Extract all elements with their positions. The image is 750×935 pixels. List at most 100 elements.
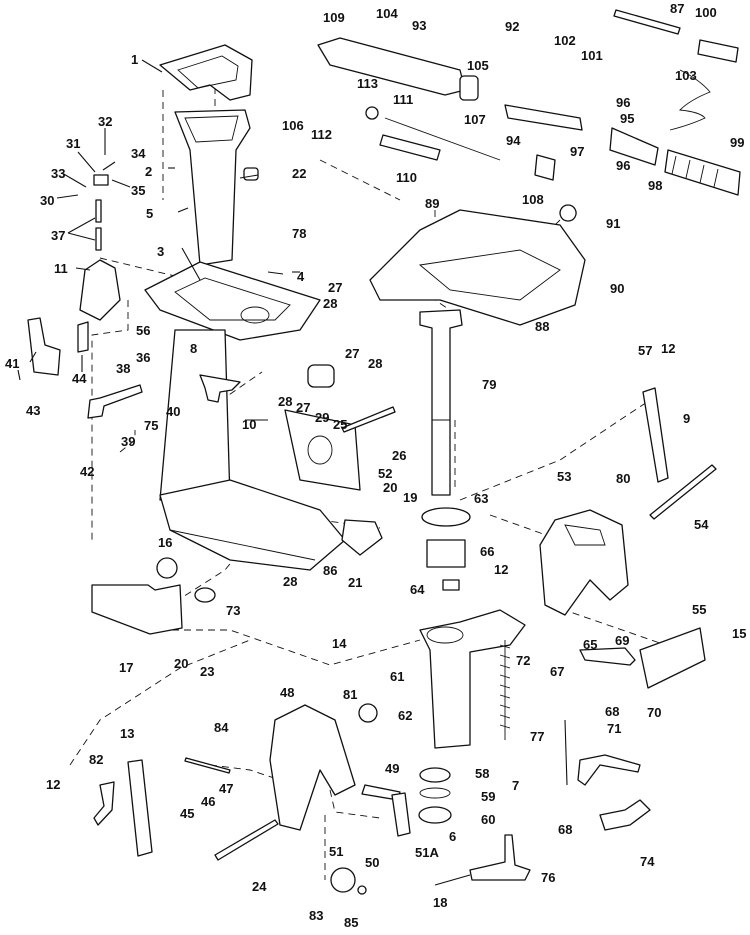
callout-52: 52 (378, 466, 392, 481)
part-59-o-ring (419, 787, 451, 799)
callout-75: 75 (144, 418, 158, 433)
callout-38: 38 (116, 361, 130, 376)
callout-18: 18 (433, 895, 447, 910)
callout-42: 42 (80, 464, 94, 479)
callout-92: 92 (505, 19, 519, 34)
part-85-nut (357, 885, 367, 895)
part-11-shift-lever (79, 259, 121, 321)
callout-9: 9 (683, 411, 690, 426)
callout-34: 34 (131, 146, 146, 161)
callout-111: 111 (393, 92, 413, 107)
part-60-thrust-washer (418, 806, 452, 824)
callout-82: 82 (89, 752, 103, 767)
part-22-grommet (243, 167, 259, 181)
callout-31: 31 (66, 136, 80, 151)
leader-lines (17, 59, 300, 421)
callout-83: 83 (309, 908, 323, 923)
callout-96-lower: 96 (616, 158, 630, 173)
callout-22: 22 (292, 166, 306, 181)
callout-labels: 1 2 3 4 5 6 7 8 9 10 11 12 12 12 13 14 1… (5, 1, 746, 930)
callout-60: 60 (481, 812, 495, 827)
callout-108: 108 (522, 192, 544, 207)
callout-12-tilt-plate: 12 (661, 341, 675, 356)
callout-47: 47 (219, 781, 233, 796)
callout-5: 5 (146, 206, 153, 221)
part-83-disc (330, 867, 356, 893)
part-58-bushing (419, 767, 451, 783)
part-64-liner (442, 579, 460, 591)
callout-16: 16 (158, 535, 172, 550)
callout-8: 8 (190, 341, 197, 356)
part-71-lever (577, 754, 641, 786)
callout-79: 79 (482, 377, 496, 392)
part-107-cable (384, 117, 501, 161)
callout-91: 91 (606, 216, 620, 231)
callout-21: 21 (348, 575, 362, 590)
callout-112: 112 (311, 127, 332, 142)
callout-12-stern-bracket: 12 (494, 562, 508, 577)
part-25-cover (284, 409, 361, 491)
callout-10: 10 (242, 417, 256, 432)
part-108-weight (534, 154, 556, 181)
part-88-steering-bracket (369, 209, 586, 326)
callout-37: 37 (51, 228, 65, 243)
callout-104: 104 (376, 6, 398, 21)
callout-30: 30 (40, 193, 54, 208)
callout-44: 44 (72, 371, 87, 386)
callout-4: 4 (297, 269, 305, 284)
part-13-tilt-plate (127, 759, 153, 857)
part-76-lever (469, 834, 531, 881)
callout-63: 63 (474, 491, 488, 506)
callout-53: 53 (557, 469, 571, 484)
part-94-throttle-shaft (504, 104, 583, 131)
part-53-stern-bracket (539, 509, 629, 616)
callout-20-upper: 20 (383, 480, 397, 495)
callout-87: 87 (670, 1, 684, 16)
callout-40: 40 (166, 404, 180, 419)
part-74-bracket (599, 799, 651, 831)
callout-14: 14 (332, 636, 347, 651)
callout-55: 55 (692, 602, 706, 617)
callout-62: 62 (398, 708, 412, 723)
callout-97: 97 (570, 144, 584, 159)
part-5-exhaust-tube (174, 109, 251, 266)
callout-65: 65 (583, 637, 597, 652)
callout-67: 67 (550, 664, 564, 679)
callout-80: 80 (616, 471, 630, 486)
callout-113: 113 (357, 76, 378, 91)
callout-110: 110 (396, 170, 417, 185)
callout-27-upper: 27 (328, 280, 342, 295)
callout-28-left: 28 (278, 394, 292, 409)
callout-78: 78 (292, 226, 306, 241)
callout-28-upper: 28 (323, 296, 337, 311)
callout-66: 66 (480, 544, 494, 559)
callout-46: 46 (201, 794, 215, 809)
callout-59: 59 (481, 789, 495, 804)
callout-3: 3 (157, 244, 164, 259)
part-54-tilt-rod (649, 464, 717, 520)
callout-103: 103 (675, 68, 697, 83)
part-92-steering-handle (317, 37, 466, 96)
callout-107: 107 (464, 112, 486, 127)
callout-13: 13 (120, 726, 134, 741)
callout-32: 32 (98, 114, 112, 129)
callout-15: 15 (732, 626, 746, 641)
part-77-rod (564, 719, 568, 786)
callout-29: 29 (315, 410, 329, 425)
callout-1: 1 (131, 52, 138, 67)
part-39-shift-shaft (87, 384, 143, 419)
callout-100: 100 (695, 5, 717, 20)
callout-74: 74 (640, 854, 655, 869)
callout-85: 85 (344, 915, 358, 930)
callout-96-upper: 96 (616, 95, 630, 110)
callout-94: 94 (506, 133, 521, 148)
callout-28-right: 28 (368, 356, 382, 371)
callout-102: 102 (554, 33, 576, 48)
part-110-spring (379, 134, 441, 161)
callout-27-left: 27 (296, 400, 310, 415)
callout-54: 54 (694, 517, 709, 532)
part-105-bushing (459, 75, 479, 101)
part-55-plate (639, 627, 706, 689)
callout-86: 86 (323, 563, 337, 578)
